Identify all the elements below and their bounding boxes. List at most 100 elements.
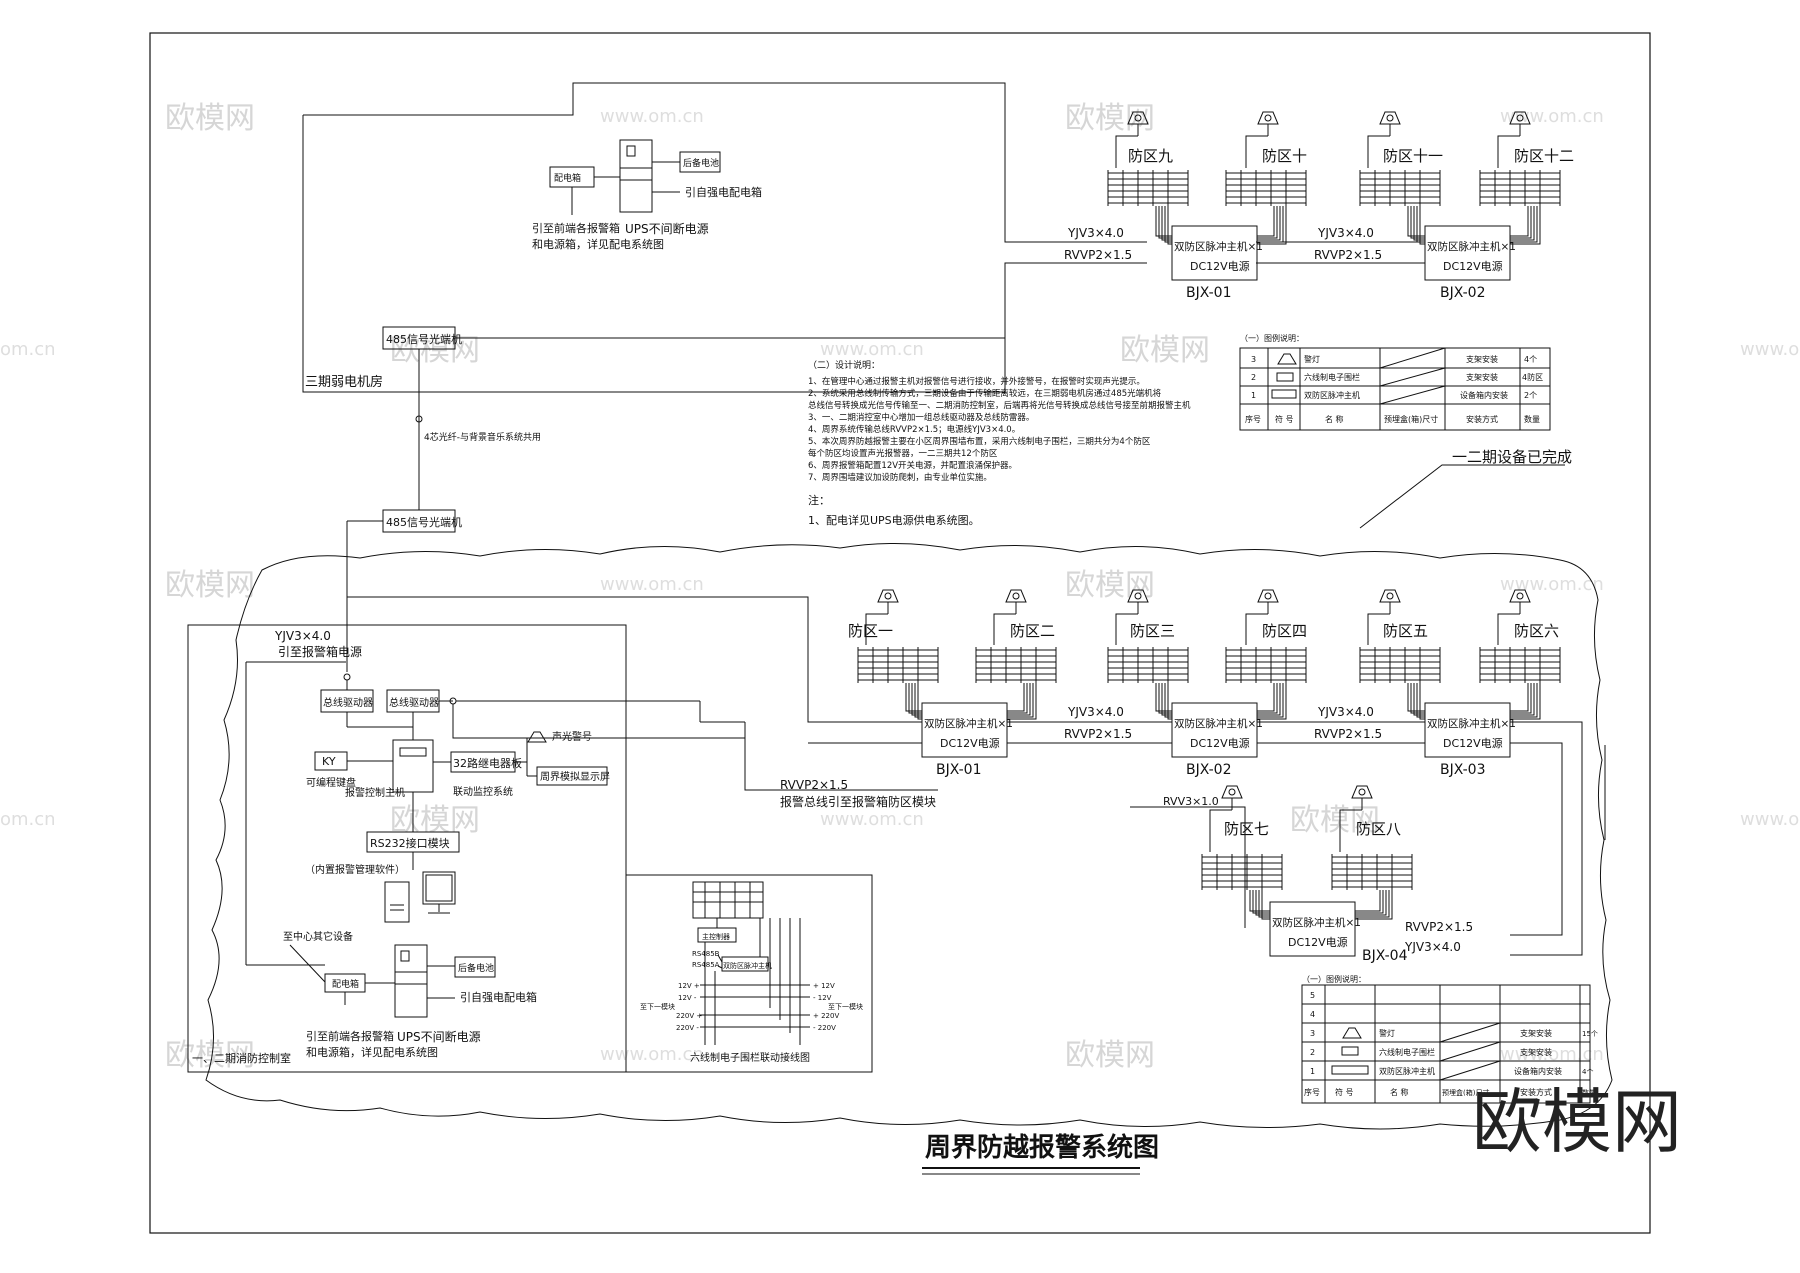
legend-top-install: 支架安装 <box>1466 372 1498 382</box>
control-backup-battery <box>454 956 496 978</box>
legend-top-qty: 4个 <box>1524 355 1537 364</box>
control-note-1: 引至前端各报警箱 <box>306 1029 394 1043</box>
pulse-host-icon <box>1331 1065 1369 1075</box>
zone-label-7: 防区七 <box>1224 820 1269 838</box>
zone-label-12: 防区十二 <box>1514 147 1574 165</box>
legend-bottom-header-no: 序号 <box>1304 1087 1320 1097</box>
legend-table-top: （一）图例说明： 3 2 1 警灯 六线制电子围栏 双防区脉冲主机 支架安装 支… <box>1239 333 1551 431</box>
dist-box-label: 配电箱 <box>554 172 581 184</box>
host-line1: 双防区脉冲主机×1 <box>1272 916 1361 929</box>
ky-label: KY <box>322 755 336 768</box>
legend-top-install: 设备箱内安装 <box>1460 390 1508 400</box>
box-label: BJX-02 <box>1440 285 1486 301</box>
software-label: （内置报警管理软件） <box>305 863 405 876</box>
watermark-brand: 欧模网 <box>1290 803 1380 838</box>
zone-group-3 <box>1107 589 1189 720</box>
cable-signal-top-2: RVVP2×1.5 <box>1314 248 1382 262</box>
notes-line-6: 5、本次周界防越报警主要在小区周界围墙布置，采用六线制电子围栏，三期共分为4个防… <box>808 436 1151 447</box>
drawing-frame <box>149 32 1651 1234</box>
host-line2: DC12V电源 <box>940 736 1000 750</box>
control-bus-note: 报警总线引至报警箱防区模块 <box>780 794 936 809</box>
fiber-label: 4芯光纤-与背景音乐系统共用 <box>424 431 541 443</box>
watermark-brand: 欧模网 <box>1065 101 1155 136</box>
zone-label-2: 防区二 <box>1010 622 1055 640</box>
control-ups-label: UPS不间断电源 <box>397 1029 481 1044</box>
watermark-url: www.om.cn <box>1500 106 1604 127</box>
legend-top-no: 3 <box>1251 355 1256 364</box>
notes-line-5: 4、周界系统传输总线RVVP2×1.5；电源线YJV3×4.0。 <box>808 424 1020 435</box>
control-room-label: 一、二期消防控制室 <box>192 1051 291 1065</box>
cable-power-top-2: YJV3×4.0 <box>1317 226 1374 240</box>
notes-line-1: 1、在管理中心通过报警主机对报警信号进行接收，并外接警号，在报警时实现声光提示。 <box>808 376 1145 387</box>
control-backup-label: 后备电池 <box>458 962 494 974</box>
wiring-pulse-host <box>721 956 769 972</box>
legend-top-header-size: 预埋盒(箱)尺寸 <box>1384 414 1438 424</box>
zone-label-5: 防区五 <box>1383 622 1428 640</box>
box-label: BJX-04 <box>1362 948 1408 964</box>
warning-lamp-icon <box>1257 589 1279 603</box>
legend-bottom-header-install: 安装方式 <box>1520 1087 1552 1097</box>
zone-layer <box>857 111 1561 920</box>
fence-icon <box>1276 372 1294 382</box>
phase-done-label: 一二期设备已完成 <box>1452 448 1572 466</box>
box-label: BJX-02 <box>1186 762 1232 778</box>
backup-battery <box>679 151 721 173</box>
wiring-controller-label: 主控制器 <box>702 932 730 941</box>
room-label: 三期弱电机房 <box>305 374 383 390</box>
monitor-icon <box>422 871 456 905</box>
host-line1: 双防区脉冲主机×1 <box>1427 717 1516 730</box>
legend-bottom-heading: （一）图例说明： <box>1302 974 1366 984</box>
watermark-brand: 欧模网 <box>165 568 255 603</box>
display-label: 周界模拟显示屏 <box>540 770 610 783</box>
legend-top-qty: 2个 <box>1524 391 1537 400</box>
box-label: BJX-01 <box>936 762 982 778</box>
wiring-rs485b: RS485B <box>692 950 720 958</box>
zone-group-8 <box>1331 785 1413 920</box>
legend-top-no: 1 <box>1251 391 1256 400</box>
linkage-label: 联动监控系统 <box>453 785 513 798</box>
field-bus: YJV3×4.0 RVVP2×1.5 YJV3×4.0 RVVP2×1.5 RV… <box>346 590 1606 956</box>
upper-note-2: 和电源箱，详见配电系统图 <box>532 237 664 251</box>
fiber-unit-lower-label: 485信号光端机 <box>386 515 462 529</box>
notes-line-2: 2、系统采用总线制传输方式，三期设备由于传输距离较远，在三期弱电机房通过485光… <box>808 388 1162 399</box>
legend-bottom-no: 1 <box>1310 1067 1315 1076</box>
legend-top-header-no: 序号 <box>1245 414 1261 424</box>
from-box-label: 引自强电配电箱 <box>685 185 762 199</box>
legend-bottom-install: 支架安装 <box>1520 1047 1552 1057</box>
cable-signal-mid-1: RVVP2×1.5 <box>1064 727 1132 741</box>
wiring-diagram: 主控制器 双防区脉冲主机 RS485B RS485A 12V + 12V - 2… <box>625 874 873 1073</box>
wiring-12vm: 12V - <box>678 994 697 1002</box>
notes-note-heading: 注： <box>808 493 830 507</box>
legend-bottom-no: 4 <box>1310 1010 1315 1019</box>
host-line1: 双防区脉冲主机×1 <box>1174 240 1263 253</box>
zone-group-1 <box>857 589 939 720</box>
phase-boundary-cloud <box>205 542 1613 1130</box>
warning-lamp-icon <box>1005 589 1027 603</box>
legend-top-name: 警灯 <box>1304 354 1320 364</box>
control-bus-line: RVVP2×1.5 <box>780 778 848 792</box>
wiring-title: 六线制电子围栏联动接线图 <box>690 1051 810 1064</box>
zone-label-11: 防区十一 <box>1383 147 1443 165</box>
notes-line-4: 3、一、二期消控室中心增加一组总线驱动器及总线防雷器。 <box>808 412 1034 423</box>
legend-bottom-no: 5 <box>1310 991 1315 1000</box>
watermark-url: om.cn <box>0 339 56 360</box>
legend-bottom-install: 支架安装 <box>1520 1028 1552 1038</box>
legend-top-name: 双防区脉冲主机 <box>1304 390 1360 400</box>
wiring-220vm: 220V - <box>676 1024 699 1032</box>
notes-note-1: 1、配电详见UPS电源供电系统图。 <box>808 513 980 527</box>
ups-cabinet <box>619 139 653 213</box>
zone-group-10 <box>1225 111 1307 245</box>
legend-top-header-install: 安装方式 <box>1466 414 1498 424</box>
warning-lamp-icon <box>1277 353 1297 365</box>
control-room: 一、二期消防控制室 YJV3×4.0 引至报警箱电源 总线驱动器 总线驱动器 K… <box>187 624 938 1073</box>
wiring-r220vp: + 220V <box>813 1012 839 1020</box>
watermark-url: www.om.cn <box>820 339 924 360</box>
legend-bottom-qty: 4个 <box>1582 1068 1593 1076</box>
fiber-link: 4芯光纤-与背景音乐系统共用 485信号光端机 <box>346 349 541 672</box>
warning-lamp-icon <box>1221 785 1243 799</box>
legend-top-heading: （一）图例说明： <box>1240 333 1304 343</box>
host-box-top-2: 双防区脉冲主机×1 DC12V电源 BJX-02 <box>1424 225 1516 301</box>
notes-line-3: 总线信号转换成光信号传输至一、二期消防控制室，后端再将光信号转换成总线信号接至前… <box>808 400 1191 411</box>
warning-lamp-icon <box>1127 589 1149 603</box>
warning-lamp-icon <box>1509 589 1531 603</box>
